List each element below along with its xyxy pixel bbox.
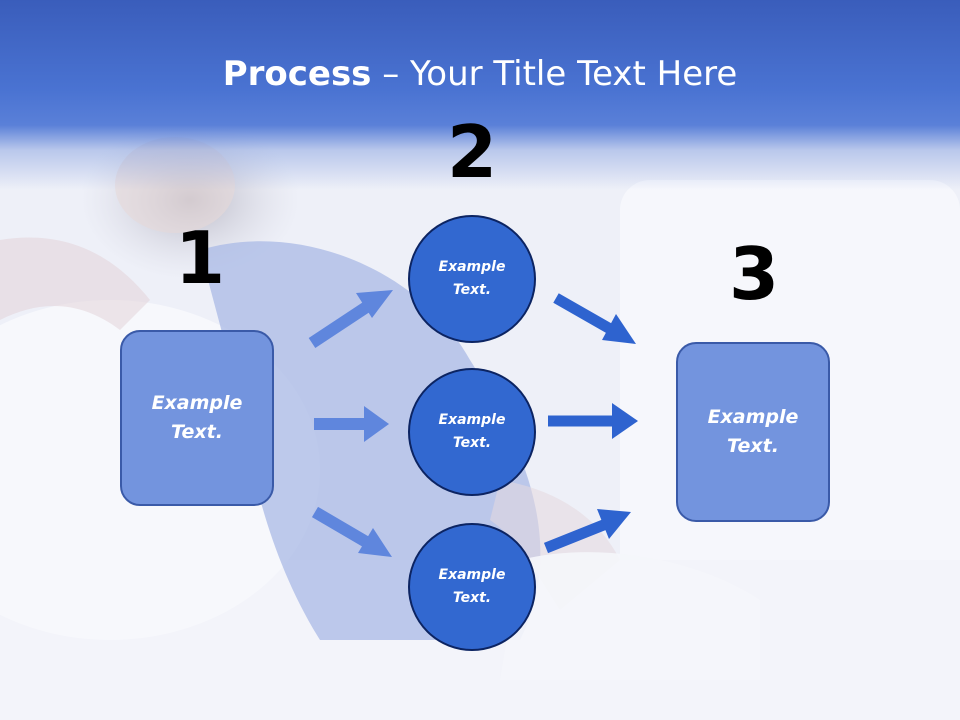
- circle-bottom: Example Text.: [408, 523, 536, 651]
- arrow-from-circle-bottom: [543, 509, 631, 554]
- step-number-2: 2: [446, 110, 498, 194]
- left-box-label: Example Text.: [151, 392, 243, 443]
- arrow-from-circle-top: [553, 293, 636, 344]
- arrow-to-circle-top: [308, 290, 393, 349]
- title-rest: – Your Title Text Here: [371, 54, 738, 94]
- right-box-label: Example Text.: [707, 406, 799, 457]
- arrow-to-circle-middle: [314, 406, 389, 442]
- step-number-3: 3: [728, 232, 780, 316]
- right-box: Example Text.: [676, 342, 830, 522]
- circle-middle-label: Example Text.: [438, 412, 506, 451]
- arrow-to-circle-bottom: [311, 506, 392, 557]
- circle-top-label: Example Text.: [438, 259, 506, 298]
- step-number-1: 1: [174, 216, 226, 300]
- title-bold: Process: [222, 54, 372, 94]
- slide-title: Process – Your Title Text Here: [0, 52, 960, 96]
- circle-top: Example Text.: [408, 215, 536, 343]
- circle-bottom-label: Example Text.: [438, 567, 506, 606]
- title-bar: [0, 0, 960, 190]
- arrow-from-circle-middle: [548, 403, 638, 439]
- circle-middle: Example Text.: [408, 368, 536, 496]
- left-box: Example Text.: [120, 330, 274, 506]
